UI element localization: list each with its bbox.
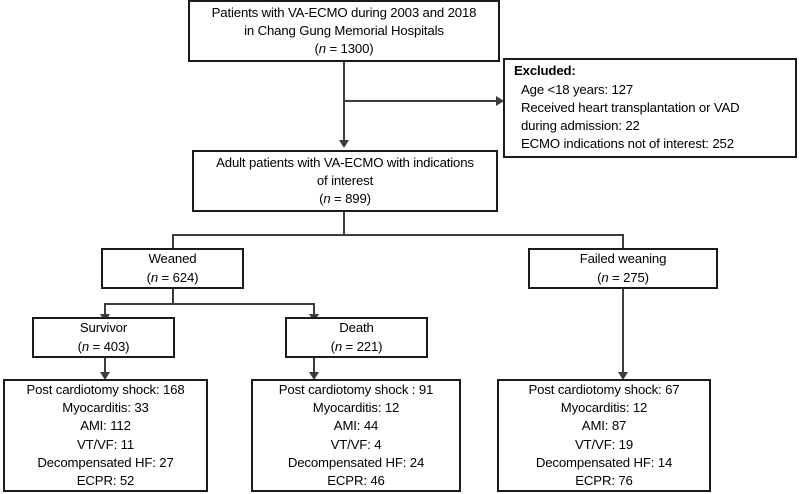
failed-weaning-n-symbol: n (601, 269, 609, 285)
failed-weaning-n-value: = 275) (608, 269, 649, 285)
failed-ind-post-cardiotomy: Post cardiotomy shock: 67 (528, 381, 680, 397)
failed-ind-myocarditis: Myocarditis: 12 (560, 400, 648, 416)
excluded-item-indications: ECMO indications not of interest: 252 (521, 136, 734, 152)
connector-weaned-split-bar (104, 303, 315, 305)
connector-to-failed-weaning (622, 234, 624, 250)
adult-line-2: of interest (316, 172, 374, 188)
adult-count: (n = 899) (319, 191, 371, 207)
death-ind-ecpr: ECPR: 46 (327, 472, 385, 488)
connector-adult-split-bar (172, 234, 624, 236)
enrolled-count: (n = 1300) (314, 41, 374, 57)
node-excluded[interactable]: Excluded: Age <18 years: 127 Received he… (503, 58, 797, 158)
connector-failed-to-indications (622, 288, 624, 374)
excluded-item-transplant: Received heart transplantation or VAD (521, 99, 740, 115)
arrowhead-death-indications (309, 372, 319, 380)
node-failed-weaning-indications[interactable]: Post cardiotomy shock: 67 Myocarditis: 1… (497, 379, 711, 492)
survivor-ind-decompensated-hf: Decompensated HF: 27 (37, 454, 174, 470)
connector-adult-stem (343, 212, 345, 236)
arrowhead-excluded (496, 96, 504, 106)
survivor-label: Survivor (79, 320, 128, 336)
excluded-item-transplant-cont: during admission: 22 (521, 118, 640, 134)
death-n-value: = 221) (342, 338, 383, 354)
death-count: (n = 221) (330, 338, 383, 354)
death-ind-vtvf: VT/VF: 4 (330, 436, 382, 452)
arrowhead-survivor-indications (100, 372, 110, 380)
excluded-item-age: Age <18 years: 127 (521, 81, 634, 97)
survivor-ind-myocarditis: Myocarditis: 33 (62, 400, 149, 416)
connector-to-survivor (104, 303, 106, 316)
connector-to-death (313, 303, 315, 316)
death-ind-post-cardiotomy: Post cardiotomy shock : 91 (278, 381, 434, 397)
connector-survivor-to-indications (104, 358, 106, 374)
death-ind-decompensated-hf: Decompensated HF: 24 (287, 454, 425, 470)
node-weaned[interactable]: Weaned (n = 624) (101, 248, 244, 289)
node-adult-patients[interactable]: Adult patients with VA-ECMO with indicat… (192, 150, 498, 212)
survivor-n-value: = 403) (89, 338, 130, 354)
survivor-ind-ami: AMI: 112 (80, 418, 131, 434)
node-survivor[interactable]: Survivor (n = 403) (32, 317, 175, 358)
failed-ind-ecpr: ECPR: 76 (575, 472, 633, 488)
connector-death-to-indications (313, 358, 315, 374)
weaned-label: Weaned (148, 251, 197, 267)
weaned-n-symbol: n (150, 269, 159, 285)
death-n-symbol: n (334, 338, 343, 354)
connector-to-weaned (172, 234, 174, 250)
excluded-header: Excluded: (514, 63, 576, 79)
survivor-ind-post-cardiotomy: Post cardiotomy shock: 168 (26, 381, 185, 397)
death-ind-myocarditis: Myocarditis: 12 (312, 400, 400, 416)
enrolled-line-1: Patients with VA-ECMO during 2003 and 20… (211, 4, 477, 20)
failed-ind-vtvf: VT/VF: 19 (574, 436, 633, 452)
failed-ind-decompensated-hf: Decompensated HF: 14 (535, 454, 673, 470)
connector-enrolled-to-excluded (344, 100, 499, 102)
survivor-n-symbol: n (81, 338, 90, 354)
enrolled-n-symbol: n (318, 41, 326, 57)
survivor-count: (n = 403) (77, 338, 130, 354)
death-ind-ami: AMI: 44 (333, 418, 379, 434)
failed-weaning-count: (n = 275) (597, 269, 649, 285)
node-death-indications[interactable]: Post cardiotomy shock : 91 Myocarditis: … (251, 379, 461, 492)
node-survivor-indications[interactable]: Post cardiotomy shock: 168 Myocarditis: … (3, 379, 208, 492)
arrowhead-failed-indications (618, 372, 628, 380)
survivor-ind-vtvf: VT/VF: 11 (76, 436, 135, 452)
node-death[interactable]: Death (n = 221) (285, 317, 428, 358)
adult-n-symbol: n (323, 191, 331, 207)
failed-weaning-label: Failed weaning (579, 251, 667, 267)
survivor-ind-ecpr: ECPR: 52 (76, 472, 135, 488)
failed-ind-ami: AMI: 87 (581, 418, 627, 434)
node-failed-weaning[interactable]: Failed weaning (n = 275) (528, 248, 718, 289)
connector-weaned-stem (172, 288, 174, 305)
death-label: Death (339, 320, 374, 336)
weaned-count: (n = 624) (146, 269, 199, 285)
weaned-n-value: = 624) (158, 269, 199, 285)
adult-n-value: = 899) (330, 191, 371, 207)
adult-line-1: Adult patients with VA-ECMO with indicat… (216, 154, 474, 170)
node-enrolled-patients[interactable]: Patients with VA-ECMO during 2003 and 20… (188, 0, 500, 62)
enrolled-line-2: in Chang Gung Memorial Hospitals (244, 22, 444, 38)
enrolled-n-value: = 1300) (325, 41, 374, 57)
arrowhead-adult (339, 140, 349, 148)
